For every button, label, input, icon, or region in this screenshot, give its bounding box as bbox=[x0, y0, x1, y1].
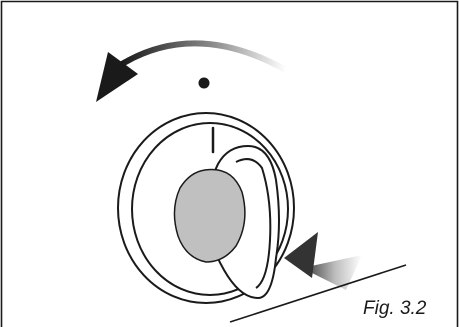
figure-caption: Fig. 3.2 bbox=[363, 298, 427, 319]
knob-grip-inner bbox=[235, 158, 272, 289]
knob-center-cap bbox=[173, 168, 246, 263]
panel-surface-line bbox=[229, 264, 407, 323]
counterclockwise-arrow-icon bbox=[96, 40, 288, 102]
push-arrow-icon bbox=[284, 232, 362, 290]
dot-indicator-icon bbox=[198, 77, 210, 89]
